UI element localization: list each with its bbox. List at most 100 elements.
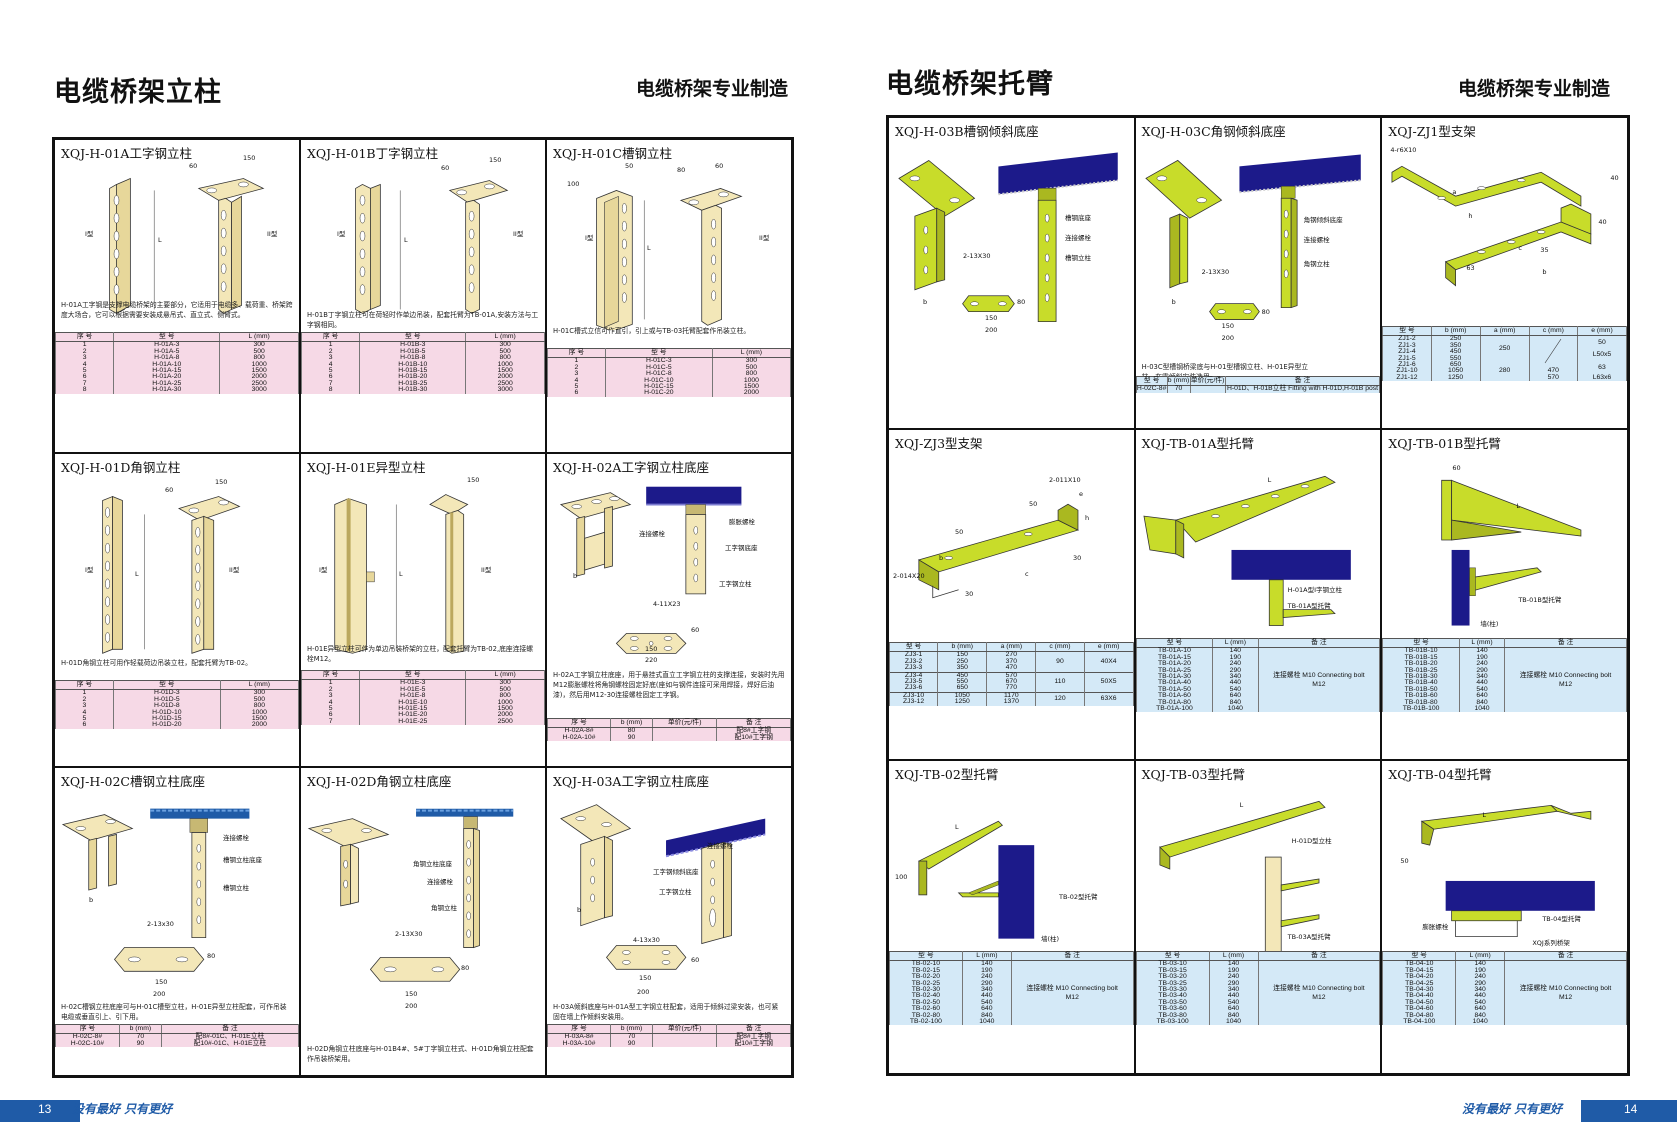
- cell: 770: [986, 685, 1037, 693]
- callout-label: 角钢倾斜底座: [1303, 216, 1343, 224]
- cell: 1: [55, 342, 115, 349]
- dim-label: 150: [985, 314, 998, 322]
- cell: 2000: [711, 389, 791, 397]
- type-ii-label: II型: [759, 234, 770, 242]
- col-header: L (mm): [711, 347, 791, 359]
- cell: 配10#工字钢: [716, 1040, 791, 1048]
- panel-description: H-01D角钢立柱可用作轻载荷边吊装立柱，配套托臂为TB-02。: [61, 659, 252, 667]
- cell: 4: [301, 361, 361, 369]
- dim-label: L: [135, 570, 139, 578]
- col-header: a (mm): [1479, 325, 1530, 337]
- panel-title: XQJ-H-03B槽钢倾斜底座: [895, 124, 1039, 139]
- cell: 50X5: [1083, 671, 1134, 693]
- dim-label: L: [404, 236, 408, 244]
- panel-h01d: XQJ-H-01D角钢立柱 I型 II型 150 60 L H-01D角钢立柱可…: [54, 453, 300, 767]
- tb04-drawing: [1382, 781, 1627, 961]
- h01d-drawing: [55, 474, 299, 654]
- cell: 800: [219, 354, 299, 362]
- dim-label: 200: [637, 988, 650, 996]
- cell: 840: [1458, 699, 1506, 707]
- cell: 5: [55, 367, 115, 375]
- col-header: 型 号: [1135, 375, 1168, 387]
- dim-label: 150: [489, 156, 502, 164]
- dim-label: 4-r6X10: [1390, 146, 1417, 154]
- cell: 540: [1458, 686, 1506, 694]
- note-cell: 连接螺栓 M10 Connecting bolt M12: [1504, 647, 1627, 713]
- cell: 1500: [465, 367, 545, 375]
- col-header: 单价(元/件): [651, 717, 718, 729]
- panel-title: XQJ-H-01E异型立柱: [307, 460, 426, 475]
- cell: 550: [1430, 355, 1481, 363]
- panel-h02c: XQJ-H-02C槽钢立柱底座 连接螺栓 槽钢立柱底座 槽钢立柱 2-13x30…: [54, 767, 300, 1076]
- col-header: 备 注: [1257, 950, 1381, 962]
- cell: 640: [1208, 1005, 1259, 1013]
- cell: 90: [610, 1040, 653, 1048]
- cell: H-01B-15: [359, 367, 467, 375]
- col-header: L (mm): [219, 331, 299, 343]
- cell: 800: [465, 692, 545, 700]
- cell: ZJ3-4: [888, 671, 939, 680]
- cell: 2: [301, 348, 361, 356]
- right-panel-grid: XQJ-H-03B槽钢倾斜底座 槽钢底座 连接螺栓 槽钢立柱 2-13X30 8…: [886, 115, 1630, 1076]
- cell: 190: [961, 967, 1012, 975]
- cell: 140: [961, 961, 1012, 968]
- cell: 340: [1212, 673, 1259, 681]
- dim-label: 150: [1221, 322, 1235, 330]
- right-slogan: 没有最好 只有更好: [1462, 1102, 1563, 1116]
- panel-h03c: XQJ-H-03C角钢倾斜底座 角钢倾斜底座 连接螺栓 角钢立柱 2-13X30…: [1134, 117, 1382, 429]
- h02a-drawing: [547, 474, 791, 674]
- cell: 440: [961, 992, 1012, 1000]
- dim-label: 50: [1400, 857, 1409, 865]
- callout-label: TB-01A型托臂: [1287, 602, 1331, 610]
- cell: H-01A-8: [113, 354, 221, 362]
- dim-label: 2-13X30: [1201, 268, 1230, 276]
- cell: 250: [1479, 335, 1530, 363]
- cell: 640: [1455, 1005, 1506, 1013]
- cell: H-01E-25: [359, 718, 467, 726]
- cell: 1500: [465, 705, 545, 713]
- cell: 440: [1212, 679, 1259, 687]
- cell: 2000: [465, 711, 545, 719]
- col-header: 备 注: [716, 717, 791, 729]
- dim-label: e: [1079, 490, 1083, 498]
- panel-title: XQJ-TB-02型托臂: [895, 767, 999, 782]
- cell: 1040: [1212, 705, 1259, 713]
- panel-h01b: XQJ-H-01B丁字钢立柱 I型 II型 150 60 L H-01B丁字钢立…: [300, 139, 546, 453]
- panel-title: XQJ-H-02D角钢立柱底座: [307, 774, 452, 789]
- cell: 290: [1212, 667, 1259, 675]
- callout-label: 工字钢倾斜底座: [653, 868, 699, 876]
- callout-label: 槽钢立柱: [1065, 254, 1091, 262]
- cell: H-01A-30: [113, 386, 221, 394]
- cell: [651, 1040, 718, 1048]
- dim-label: c: [1025, 570, 1029, 578]
- type-i-label: I型: [337, 230, 346, 238]
- dim-label: 40: [1598, 218, 1607, 226]
- cell: 1500: [711, 383, 791, 391]
- panel-description: H-01C槽式立信可作直引，引上或与TB-03托臂配套作吊装立柱。: [553, 327, 751, 335]
- cell: H-01B-30: [359, 386, 467, 394]
- cell: ZJ1-12: [1382, 374, 1432, 382]
- dim-label: b: [1542, 268, 1547, 276]
- col-header: 备 注: [1010, 950, 1134, 962]
- cell: 2: [55, 348, 115, 356]
- left-footer-bar: [0, 1100, 80, 1122]
- cell: 配8#工字钢: [716, 1034, 791, 1041]
